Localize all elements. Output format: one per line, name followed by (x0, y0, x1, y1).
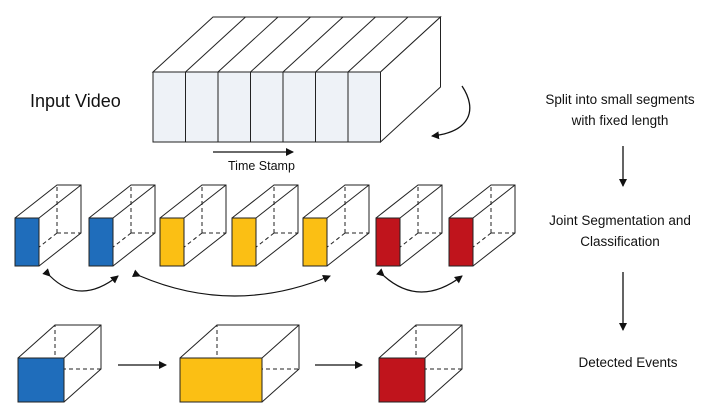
split-label-line2: with fixed length (571, 113, 669, 128)
video-frame-slice (315, 71, 349, 143)
box-front-face (179, 357, 263, 403)
video-to-split-arrow (431, 85, 471, 140)
segment-cube-yellow (231, 184, 299, 267)
segment-cube-blue (14, 184, 82, 267)
group-arc-red (376, 268, 463, 293)
box-front-face (17, 357, 65, 403)
event-box-blue (17, 324, 102, 403)
segment-cube-red (375, 184, 443, 267)
video-slice-divider (282, 16, 344, 73)
box-edge (399, 184, 443, 219)
detected-events-label: Detected Events (578, 355, 677, 370)
box-front-face (302, 217, 328, 267)
video-slice-divider (250, 16, 311, 73)
video-frame-slice (217, 71, 251, 143)
video-frame-slice (250, 71, 284, 143)
segment-cube-yellow (302, 184, 370, 267)
box-front-face (88, 217, 114, 267)
video-slice-divider (185, 16, 246, 73)
event-box-yellow (179, 324, 300, 403)
events-row (17, 324, 463, 403)
box-front-face (448, 217, 474, 267)
video-slice-divider (347, 16, 409, 73)
box-edge (472, 184, 516, 219)
box-front-face (159, 217, 185, 267)
segments-row (14, 184, 516, 267)
video-frame-slice (347, 71, 381, 143)
box-front-face (14, 217, 40, 267)
segment-cube-yellow (159, 184, 227, 267)
box-edge (255, 184, 299, 219)
video-frame-slice (152, 71, 186, 143)
box-edge (63, 324, 102, 359)
box-edge (326, 184, 370, 219)
segment-cube-blue (88, 184, 156, 267)
event-box-red (378, 324, 463, 403)
box-edge (38, 184, 82, 219)
joint-label-line1: Joint Segmentation and (549, 213, 691, 228)
segment-cube-red (448, 184, 516, 267)
input-video-label: Input Video (30, 91, 121, 111)
box-edge (183, 184, 227, 219)
time-stamp-label: Time Stamp (228, 159, 295, 173)
split-label-line1: Split into small segments (545, 92, 695, 107)
video-slice-divider (217, 16, 279, 73)
box-front-face (231, 217, 257, 267)
group-arc-blue (42, 268, 119, 292)
input-video-block (151, 15, 442, 144)
video-frame-slice (282, 71, 316, 143)
video-slice-divider (315, 16, 376, 73)
box-front-face (378, 357, 426, 403)
box-front-face (375, 217, 401, 267)
joint-label-line2: Classification (580, 234, 660, 249)
box-edge (424, 324, 463, 359)
group-arc-yellow (131, 269, 331, 297)
box-edge (112, 184, 156, 219)
box-edge (261, 324, 300, 359)
video-frame-slice (185, 71, 219, 143)
